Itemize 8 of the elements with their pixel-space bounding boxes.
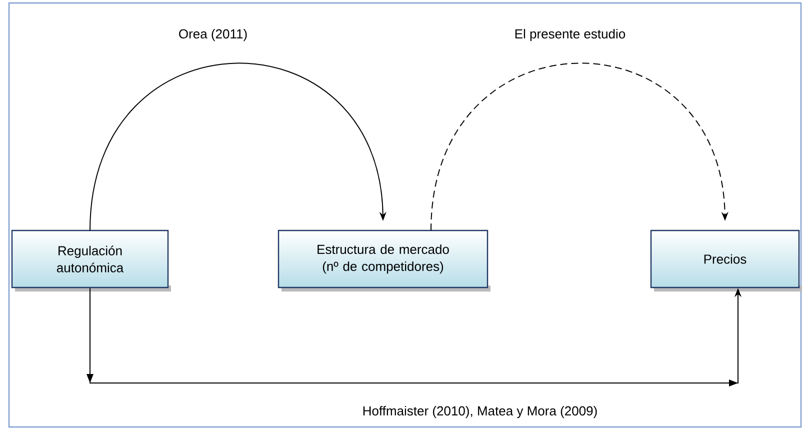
process-box: Precios — [650, 230, 802, 292]
arrow — [90, 62, 386, 231]
process-box: Estructura de mercado (nº de competidores) — [278, 230, 490, 292]
edge-label: Orea (2011) — [176, 26, 250, 44]
edge-label: El presente estudio — [512, 26, 628, 44]
arrow — [430, 62, 728, 231]
edge-label: Hoffmaister (2010), Matea y Mora (2009) — [360, 404, 600, 420]
process-box: Regulación autonómica — [11, 230, 171, 292]
